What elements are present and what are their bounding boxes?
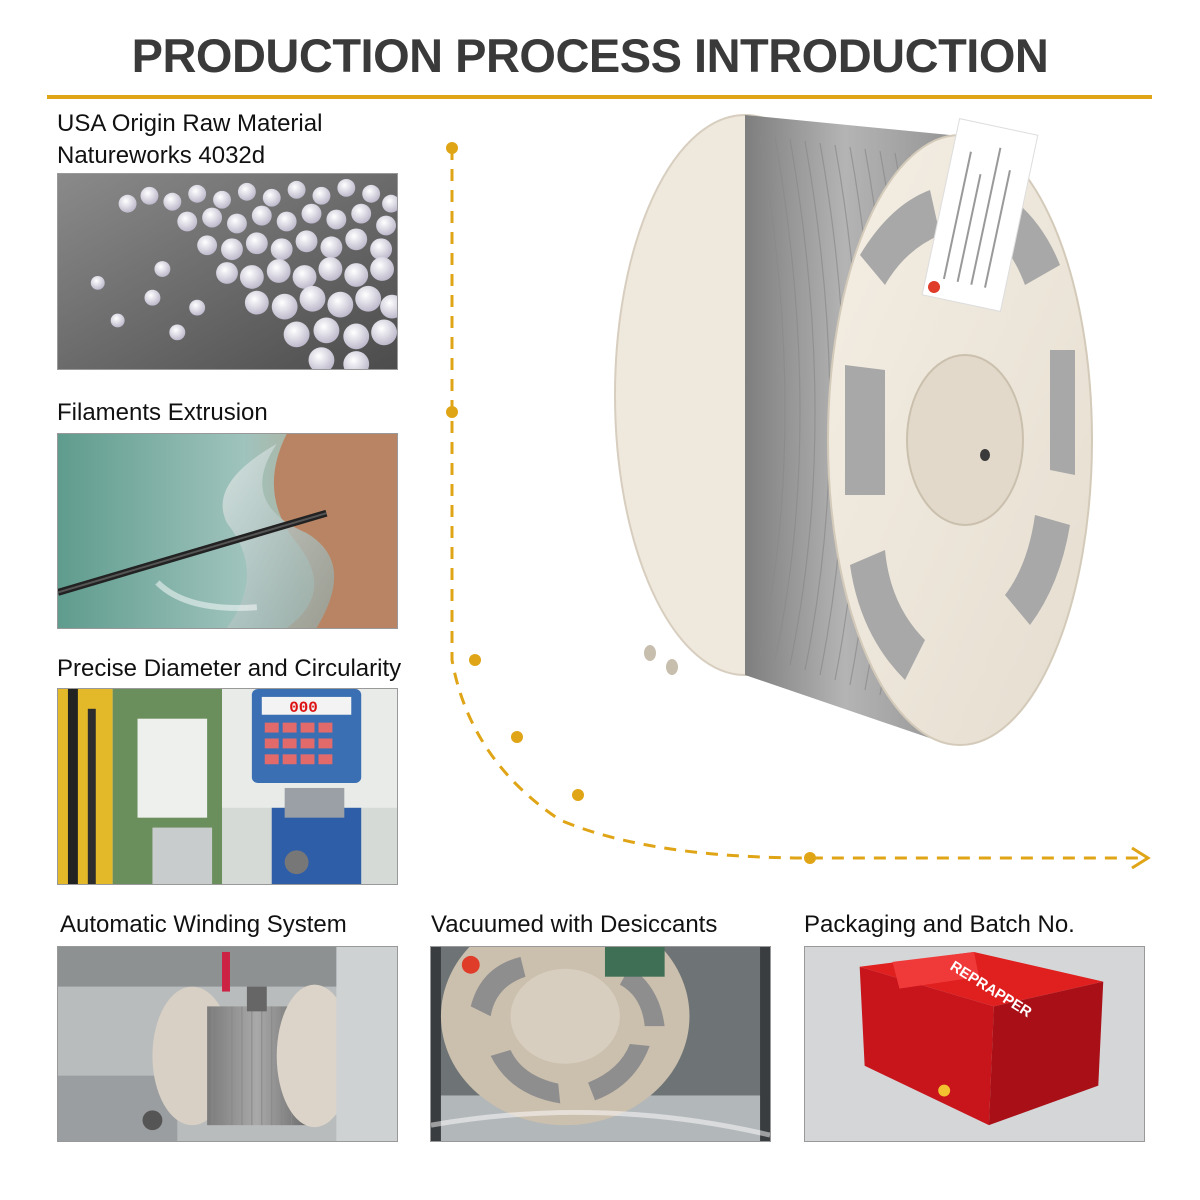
title-underline	[47, 95, 1152, 99]
flow-dot	[446, 406, 458, 418]
packaging-box-photo: REPRAPPER	[804, 946, 1145, 1142]
vacuum-bag-photo	[430, 946, 771, 1142]
flow-dot	[804, 852, 816, 864]
step-4-label: Automatic Winding System	[60, 911, 347, 938]
flow-dot	[511, 731, 523, 743]
step-1-label-line2: Natureworks 4032d	[57, 142, 266, 169]
gauge-readout: 000	[289, 699, 318, 717]
page-title: PRODUCTION PROCESS INTRODUCTION	[131, 29, 1049, 82]
step-5-label: Vacuumed with Desiccants	[431, 911, 718, 938]
step-2-label: Filaments Extrusion	[57, 399, 268, 426]
winding-photo	[57, 946, 398, 1142]
flow-dot	[469, 654, 481, 666]
step-1-label-line1: USA Origin Raw Material	[57, 110, 323, 137]
step-3-label: Precise Diameter and Circularity	[57, 655, 402, 682]
filament-spool	[560, 95, 1120, 795]
measurement-photo: 000	[57, 688, 398, 885]
flow-dot	[446, 142, 458, 154]
step-6-label: Packaging and Batch No.	[804, 911, 1075, 938]
pellets-photo	[57, 173, 398, 370]
extrusion-photo	[57, 433, 398, 629]
